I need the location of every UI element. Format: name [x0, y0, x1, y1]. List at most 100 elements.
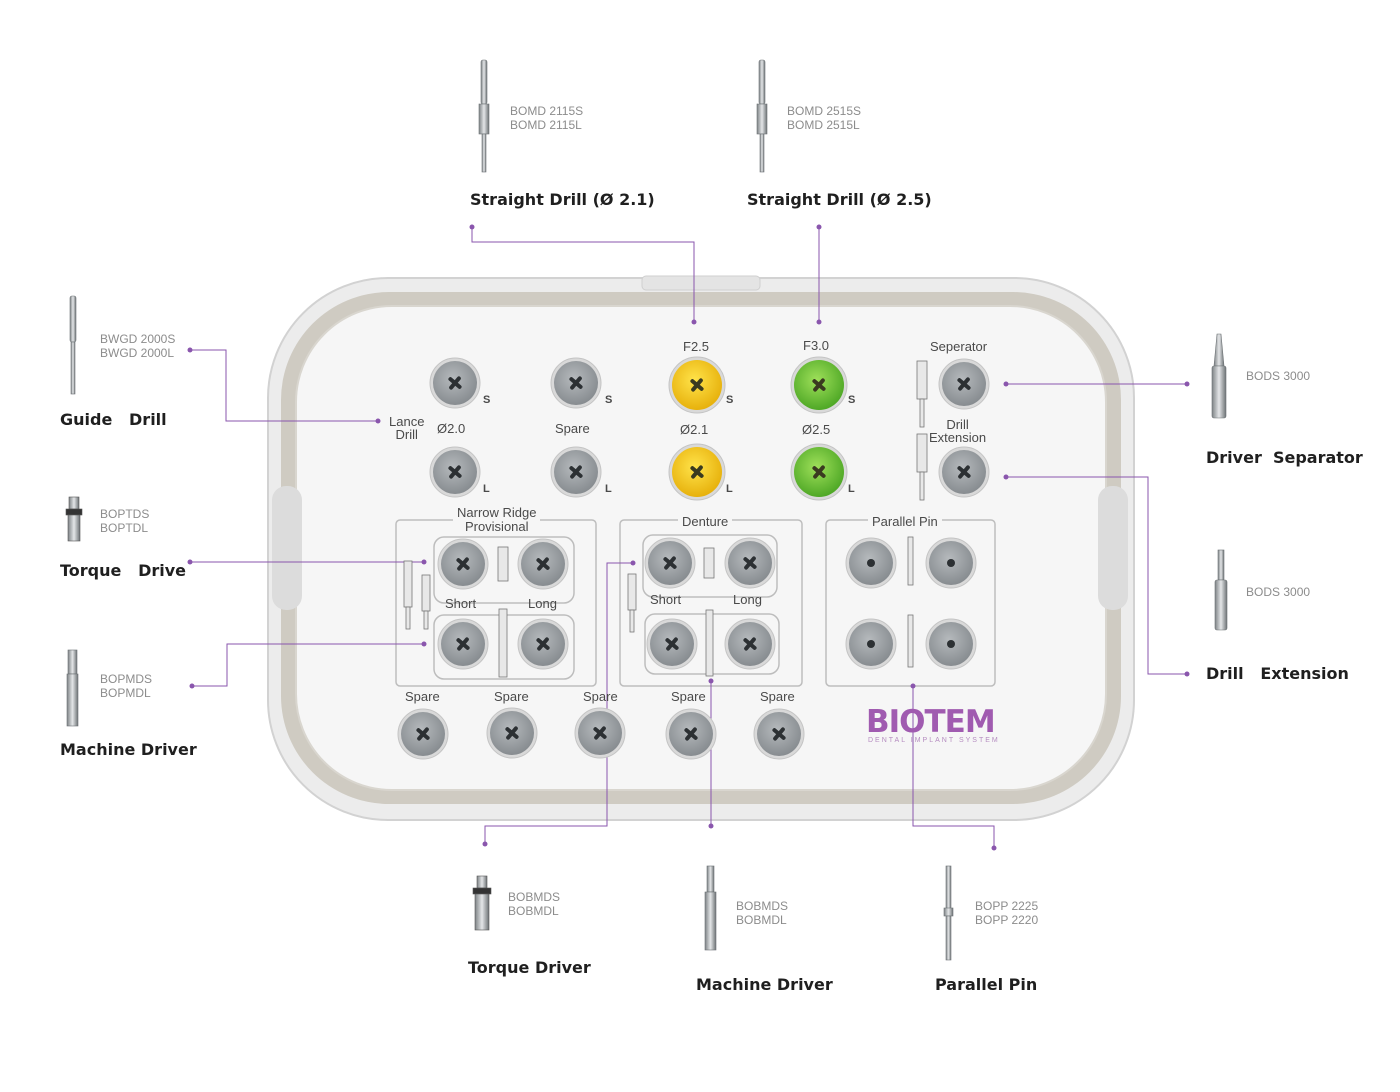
pin-hole-icon — [947, 640, 955, 648]
size-mark-l: L — [726, 483, 733, 495]
callout-title-driver-separator: Driver Separator — [1206, 448, 1363, 467]
tray-label-d25: Ø2.5 — [802, 422, 831, 437]
callout-title-parallel-pin: Parallel Pin — [935, 975, 1038, 994]
tray-left-handle — [272, 486, 302, 610]
code-drill-extension: BODS 3000 — [1246, 585, 1311, 599]
label-spare-bottom-5: Spare — [760, 689, 795, 704]
tray-label-spare-mid: Spare — [555, 421, 590, 436]
tray-label-drill-extension: Drill Extension — [929, 417, 987, 445]
size-mark-l: L — [605, 483, 612, 495]
pin-hole-icon — [867, 640, 875, 648]
code-machine-driver-left-s: BOPMDS — [100, 672, 153, 686]
screw-slot-icon — [448, 465, 462, 479]
size-mark-l: L — [483, 483, 490, 495]
screw-slot-icon — [812, 465, 826, 479]
code-torque-drive-s: BOPTDS — [100, 507, 150, 521]
section-title-parallel-pin: Parallel Pin — [868, 515, 942, 529]
code-machine-driver-bottom-s: BOBMDS — [736, 899, 789, 913]
screw-slot-icon — [536, 637, 550, 651]
code-guide-drill-l: BWGD 2000L — [100, 346, 175, 360]
tray-right-handle — [1098, 486, 1128, 610]
tray-label-lance-drill: Lance Drill — [389, 414, 425, 442]
code-straight-drill-25-s: BOMD 2515S — [787, 104, 862, 118]
tool-drawing-machine-driver-bottom — [704, 865, 717, 951]
section-title-narrow-ridge: Narrow Ridge Provisional — [453, 506, 541, 534]
code-straight-drill-25-l: BOMD 2515L — [787, 118, 860, 132]
label-spare-bottom-2: Spare — [494, 689, 529, 704]
code-torque-drive-l: BOPTDL — [100, 521, 149, 535]
callout-title-straight-drill-25: Straight Drill (Ø 2.5) — [747, 190, 932, 209]
code-machine-driver-bottom-l: BOBMDL — [736, 913, 787, 927]
code-straight-drill-21-l: BOMD 2115L — [510, 118, 582, 132]
label-spare-bottom-3: Spare — [583, 689, 618, 704]
screw-slot-icon — [684, 727, 698, 741]
tray-label-f25: F2.5 — [683, 339, 710, 354]
code-machine-driver-left-l: BOPMDL — [100, 686, 151, 700]
screw-slot-icon — [456, 637, 470, 651]
callout-title-guide-drill: Guide Drill — [60, 410, 167, 429]
callout-title-torque-drive: Torque Drive — [60, 561, 187, 580]
size-mark-s: S — [483, 394, 491, 406]
label-short-narrow: Short — [445, 596, 477, 611]
label-short-denture: Short — [650, 592, 682, 607]
tool-drawing-machine-driver-left — [66, 649, 79, 727]
tray-label-d21: Ø2.1 — [680, 422, 709, 437]
screw-slot-icon — [593, 726, 607, 740]
size-mark-s: S — [726, 394, 734, 406]
code-parallel-pin-25: BOPP 2225 — [975, 899, 1039, 913]
screw-slot-icon — [690, 465, 704, 479]
tray-label-d20: Ø2.0 — [437, 421, 466, 436]
tool-drawing-straight-drill-21 — [478, 59, 490, 173]
screw-slot-icon — [957, 377, 971, 391]
label-long-narrow: Long — [528, 596, 557, 611]
callout-title-torque-driver-bottom: Torque Driver — [468, 958, 591, 977]
code-guide-drill-s: BWGD 2000S — [100, 332, 176, 346]
size-mark-s: S — [605, 394, 613, 406]
biotem-logo-subtitle: DENTAL IMPLANT SYSTEM — [868, 737, 1000, 744]
size-mark-s: S — [848, 394, 856, 406]
code-straight-drill-21-s: BOMD 2115S — [510, 104, 584, 118]
connector-lines — [190, 227, 1187, 848]
screw-slot-icon — [569, 376, 583, 390]
label-spare-bottom-4: Spare — [671, 689, 706, 704]
code-torque-driver-bottom-l: BOBMDL — [508, 904, 559, 918]
size-mark-l: L — [848, 483, 855, 495]
code-parallel-pin-20: BOPP 2220 — [975, 913, 1039, 927]
screw-slot-icon — [663, 556, 677, 570]
screw-slot-icon — [743, 637, 757, 651]
tool-drawing-parallel-pin-bottom — [943, 865, 954, 961]
callout-title-machine-driver-bottom: Machine Driver — [696, 975, 833, 994]
screw-slot-icon — [812, 378, 826, 392]
biotem-logo: BIOTEM — [866, 704, 996, 740]
screw-slot-icon — [957, 465, 971, 479]
pin-hole-icon — [947, 559, 955, 567]
pin-hole-icon — [867, 559, 875, 567]
screw-slot-icon — [448, 376, 462, 390]
screw-slot-icon — [665, 637, 679, 651]
screw-slot-icon — [416, 727, 430, 741]
tray-label-seperator: Seperator — [930, 339, 988, 354]
tool-drawing-drill-extension — [1214, 549, 1228, 631]
callout-title-drill-extension: Drill Extension — [1206, 664, 1349, 683]
code-torque-driver-bottom-s: BOBMDS — [508, 890, 561, 904]
tray-top-tab — [641, 275, 761, 291]
screw-slot-icon — [690, 378, 704, 392]
connector-dots — [187, 224, 1190, 851]
screw-slot-icon — [456, 557, 470, 571]
label-spare-bottom-1: Spare — [405, 689, 440, 704]
screw-slot-icon — [569, 465, 583, 479]
screw-slot-icon — [505, 726, 519, 740]
tool-drawing-guide-drill — [69, 295, 77, 395]
tray-screws — [397, 356, 990, 760]
screw-slot-icon — [536, 557, 550, 571]
tool-drawing-driver-separator — [1211, 333, 1227, 419]
screw-slot-icon — [743, 556, 757, 570]
label-long-denture: Long — [733, 592, 762, 607]
section-title-denture: Denture — [678, 515, 733, 529]
tray-tool-icons — [403, 360, 928, 678]
tool-drawing-straight-drill-25 — [756, 59, 768, 173]
tool-drawing-torque-driver-bottom — [472, 875, 492, 931]
tray-label-f30: F3.0 — [803, 338, 830, 353]
callout-title-machine-driver-left: Machine Driver — [60, 740, 197, 759]
